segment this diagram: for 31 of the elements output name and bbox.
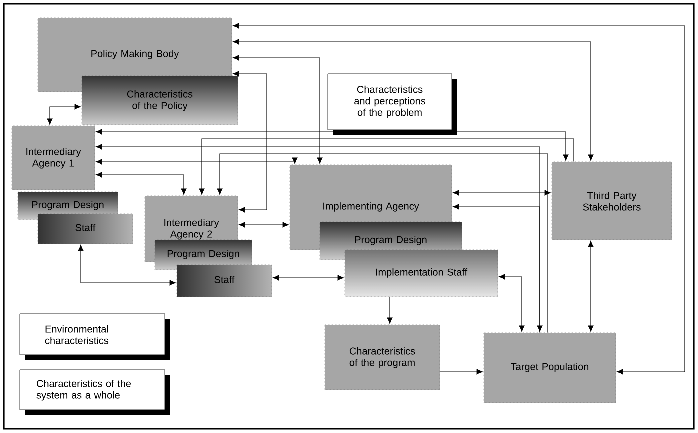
arrow: [453, 204, 540, 334]
process-box: Staff: [38, 214, 134, 244]
process-box: Third Party Stakeholders: [552, 162, 672, 240]
note-box: Characteristics of the system as a whole: [20, 370, 170, 415]
process-box: Target Population: [484, 332, 616, 404]
process-box: Implementation Staff: [344, 250, 498, 298]
process-box: Staff: [176, 264, 272, 298]
process-box: Characteristics of the program: [324, 324, 440, 390]
process-box: Intermediary Agency 1: [12, 126, 96, 190]
arrow: [96, 158, 298, 165]
arrow: [233, 23, 686, 375]
process-box: Characteristics of the Policy: [82, 76, 238, 126]
arrow: [96, 129, 569, 161]
arrow: [440, 369, 483, 375]
arrow: [453, 190, 551, 196]
arrow: [588, 240, 594, 332]
arrow: [233, 71, 268, 213]
arrow: [273, 275, 344, 281]
note-box: Characteristics and perceptions of the problem: [328, 74, 457, 135]
arrow: [387, 296, 393, 324]
arrow: [233, 55, 323, 164]
arrow: [96, 172, 187, 195]
arrow: [499, 274, 525, 332]
arrow: [78, 244, 176, 286]
arrow: [47, 104, 82, 125]
note-box: Environmental characteristics: [20, 314, 170, 360]
arrow: [239, 222, 290, 228]
arrow: [233, 39, 594, 161]
arrow: [199, 138, 574, 195]
arrow: [96, 144, 543, 332]
arrow: [217, 154, 548, 334]
